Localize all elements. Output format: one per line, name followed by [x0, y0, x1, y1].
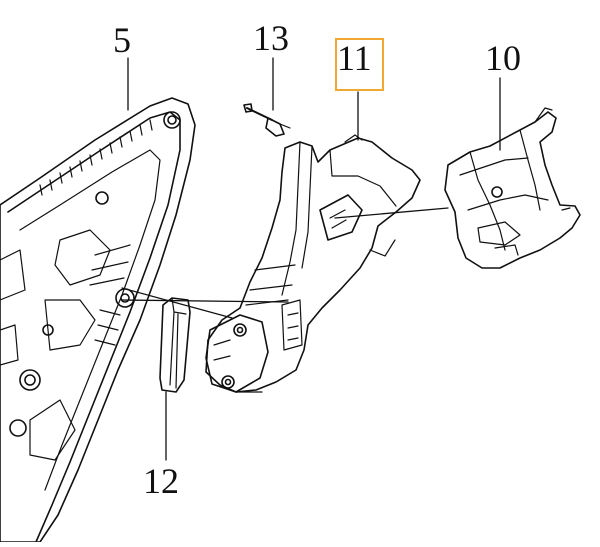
callout-12: 12	[143, 461, 179, 501]
leader-panel-a	[121, 287, 233, 319]
regulator-part-11	[205, 134, 421, 393]
callout-10: 10	[485, 38, 521, 78]
strip-part-12	[159, 297, 191, 393]
leader-lines	[121, 57, 501, 461]
bracket-part-10	[444, 107, 581, 269]
leader-panel-b	[121, 299, 289, 303]
leader-11-to-10	[334, 207, 449, 219]
bolt-part-13	[243, 103, 291, 137]
callout-5: 5	[113, 20, 131, 60]
callout-11: 11	[337, 38, 372, 78]
door-panel-part-5	[0, 97, 196, 543]
callout-13: 13	[253, 18, 289, 58]
highlight-box	[335, 38, 384, 91]
